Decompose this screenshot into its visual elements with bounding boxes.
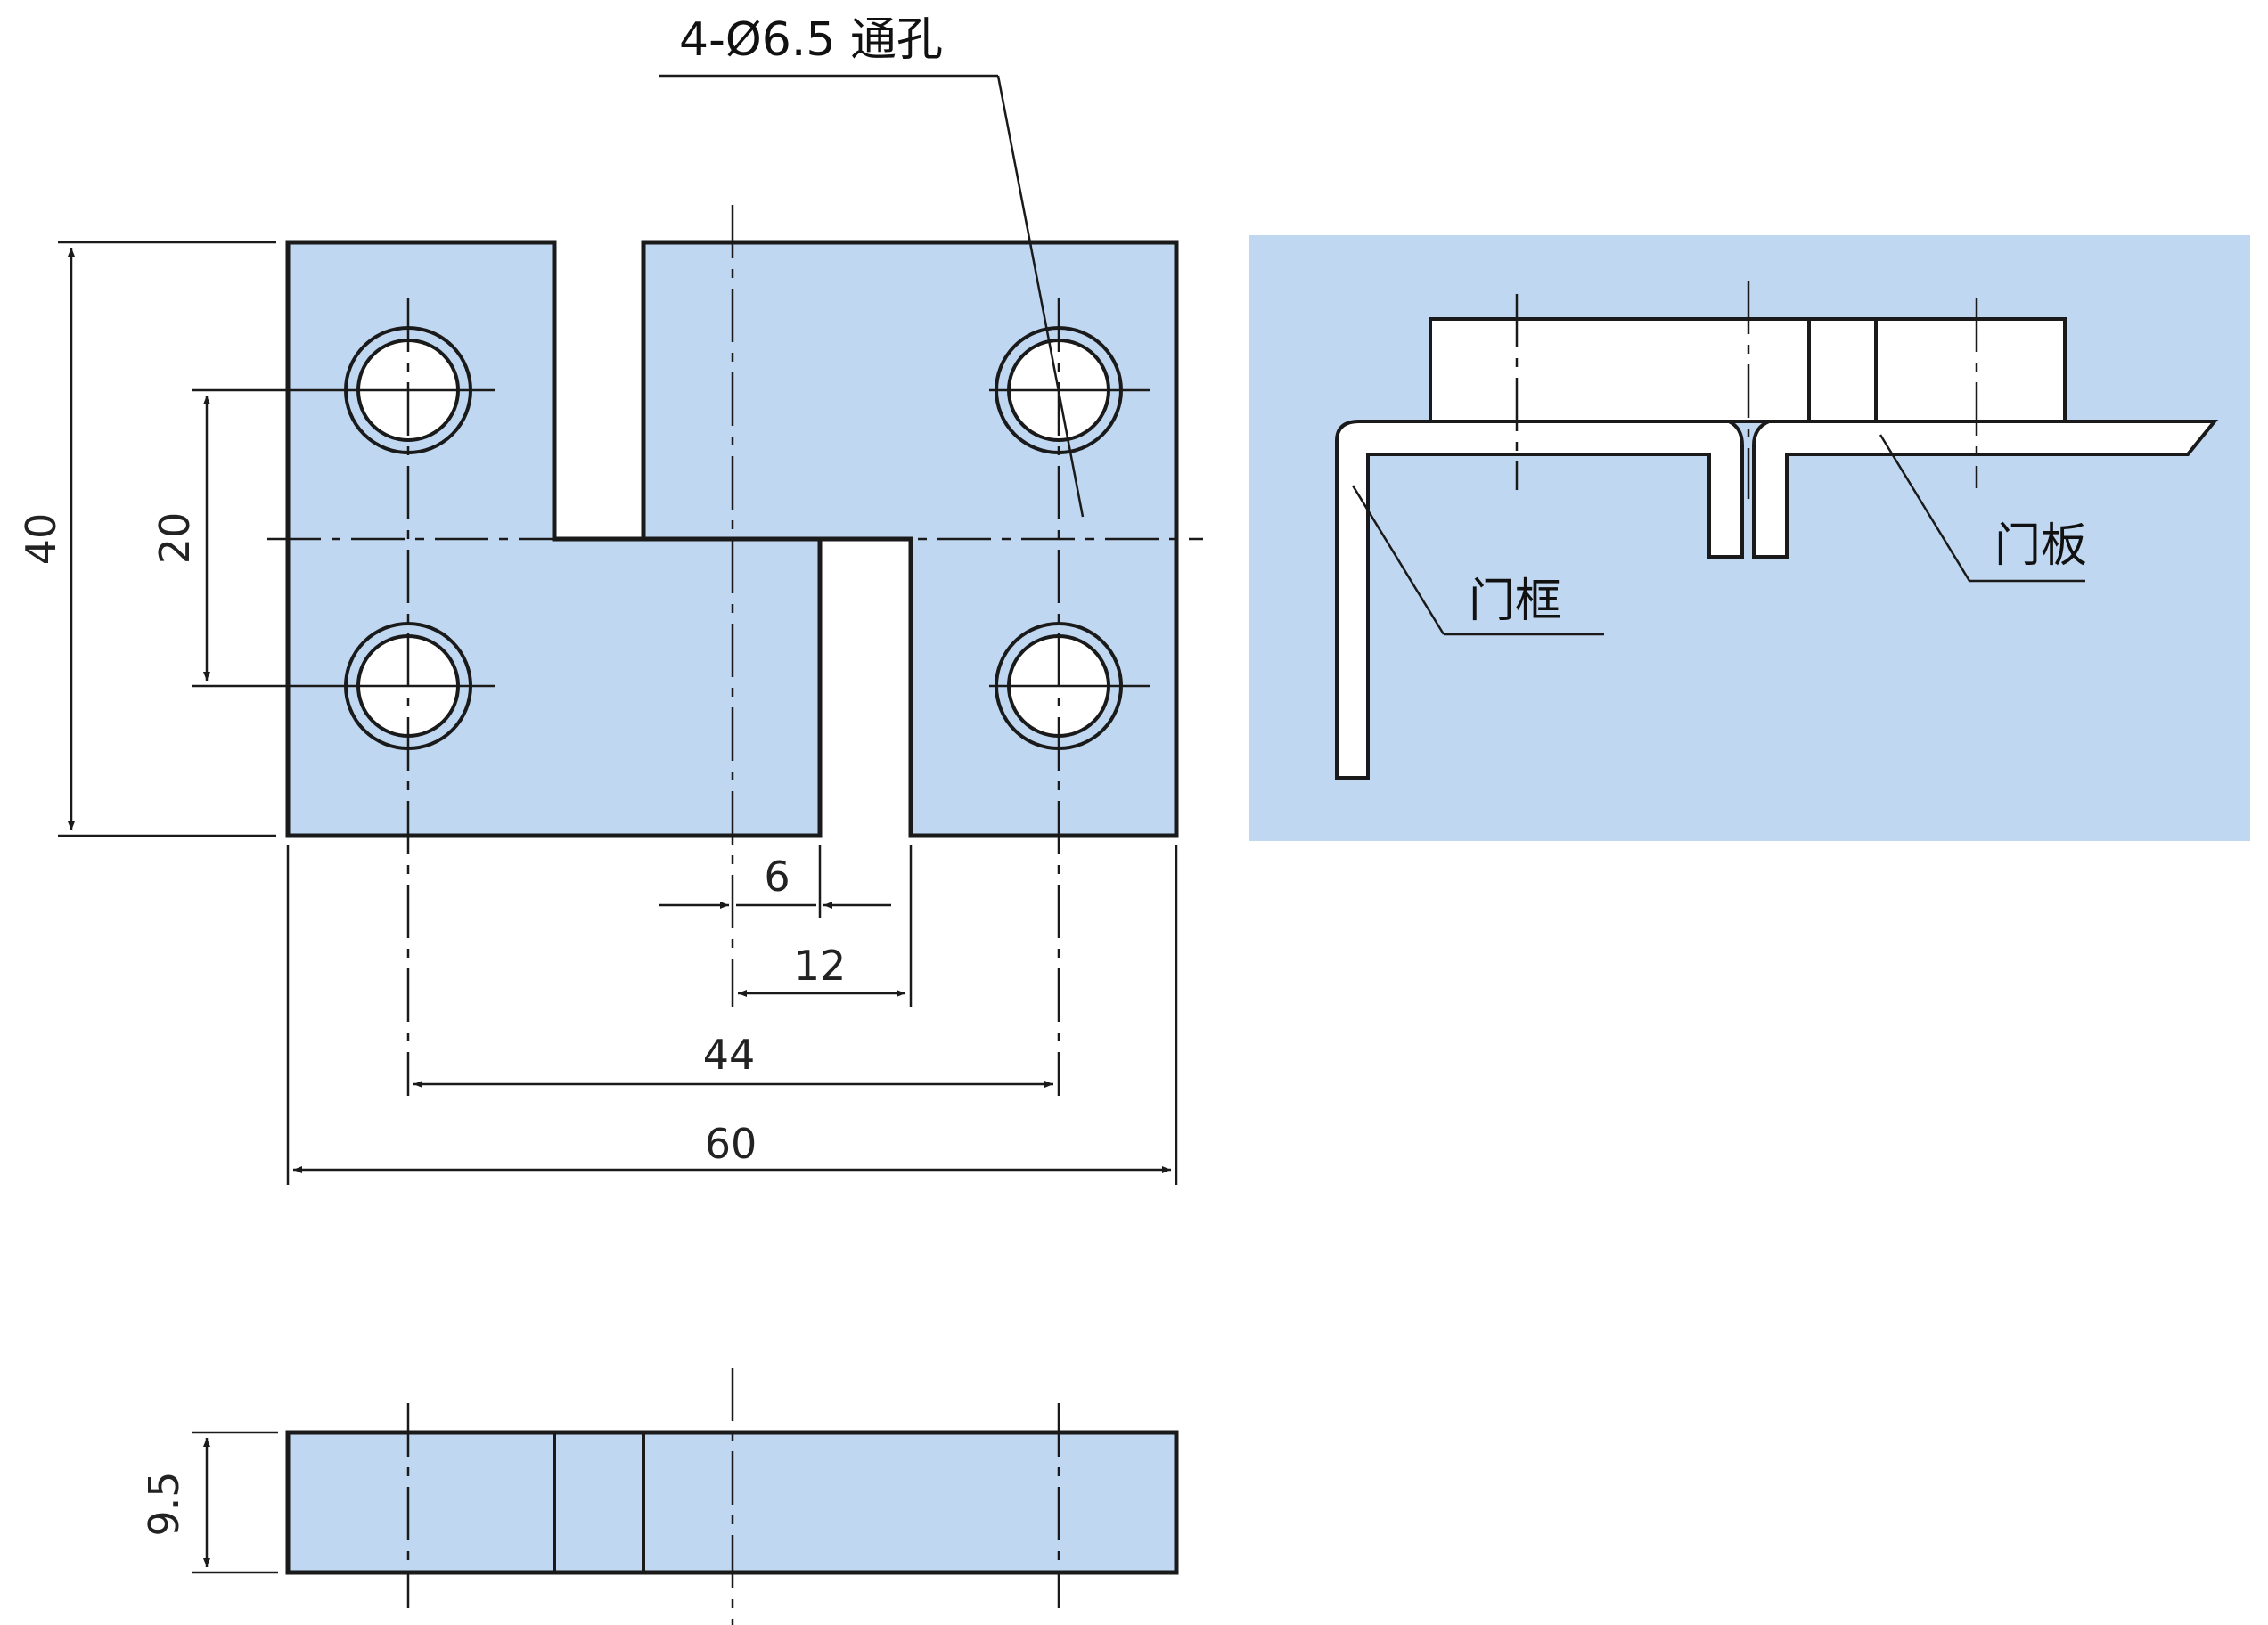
dim-slot-width: 12 [794, 942, 847, 990]
door-frame-label: 门框 [1469, 575, 1561, 628]
dim-height-total: 40 [17, 513, 65, 566]
hole-callout: 4-Ø6.5 通孔 [679, 13, 943, 67]
dim-hole-horizontal-spacing: 44 [703, 1031, 756, 1079]
dim-width-total: 60 [705, 1120, 757, 1168]
installation-view: 门框 门板 [1249, 235, 2250, 841]
door-panel-label: 门板 [1994, 519, 2087, 573]
dim-hole-vertical-spacing: 20 [151, 512, 199, 565]
front-view: 40 20 6 12 44 60 4-Ø6.5 通孔 [17, 13, 1203, 1185]
dim-thickness: 9.5 [140, 1471, 188, 1536]
door-frame-profile [1335, 420, 1744, 780]
dim-slot-offset: 6 [764, 853, 790, 901]
door-panel-profile [1752, 420, 2219, 559]
side-view: 9.5 [140, 1368, 1179, 1625]
